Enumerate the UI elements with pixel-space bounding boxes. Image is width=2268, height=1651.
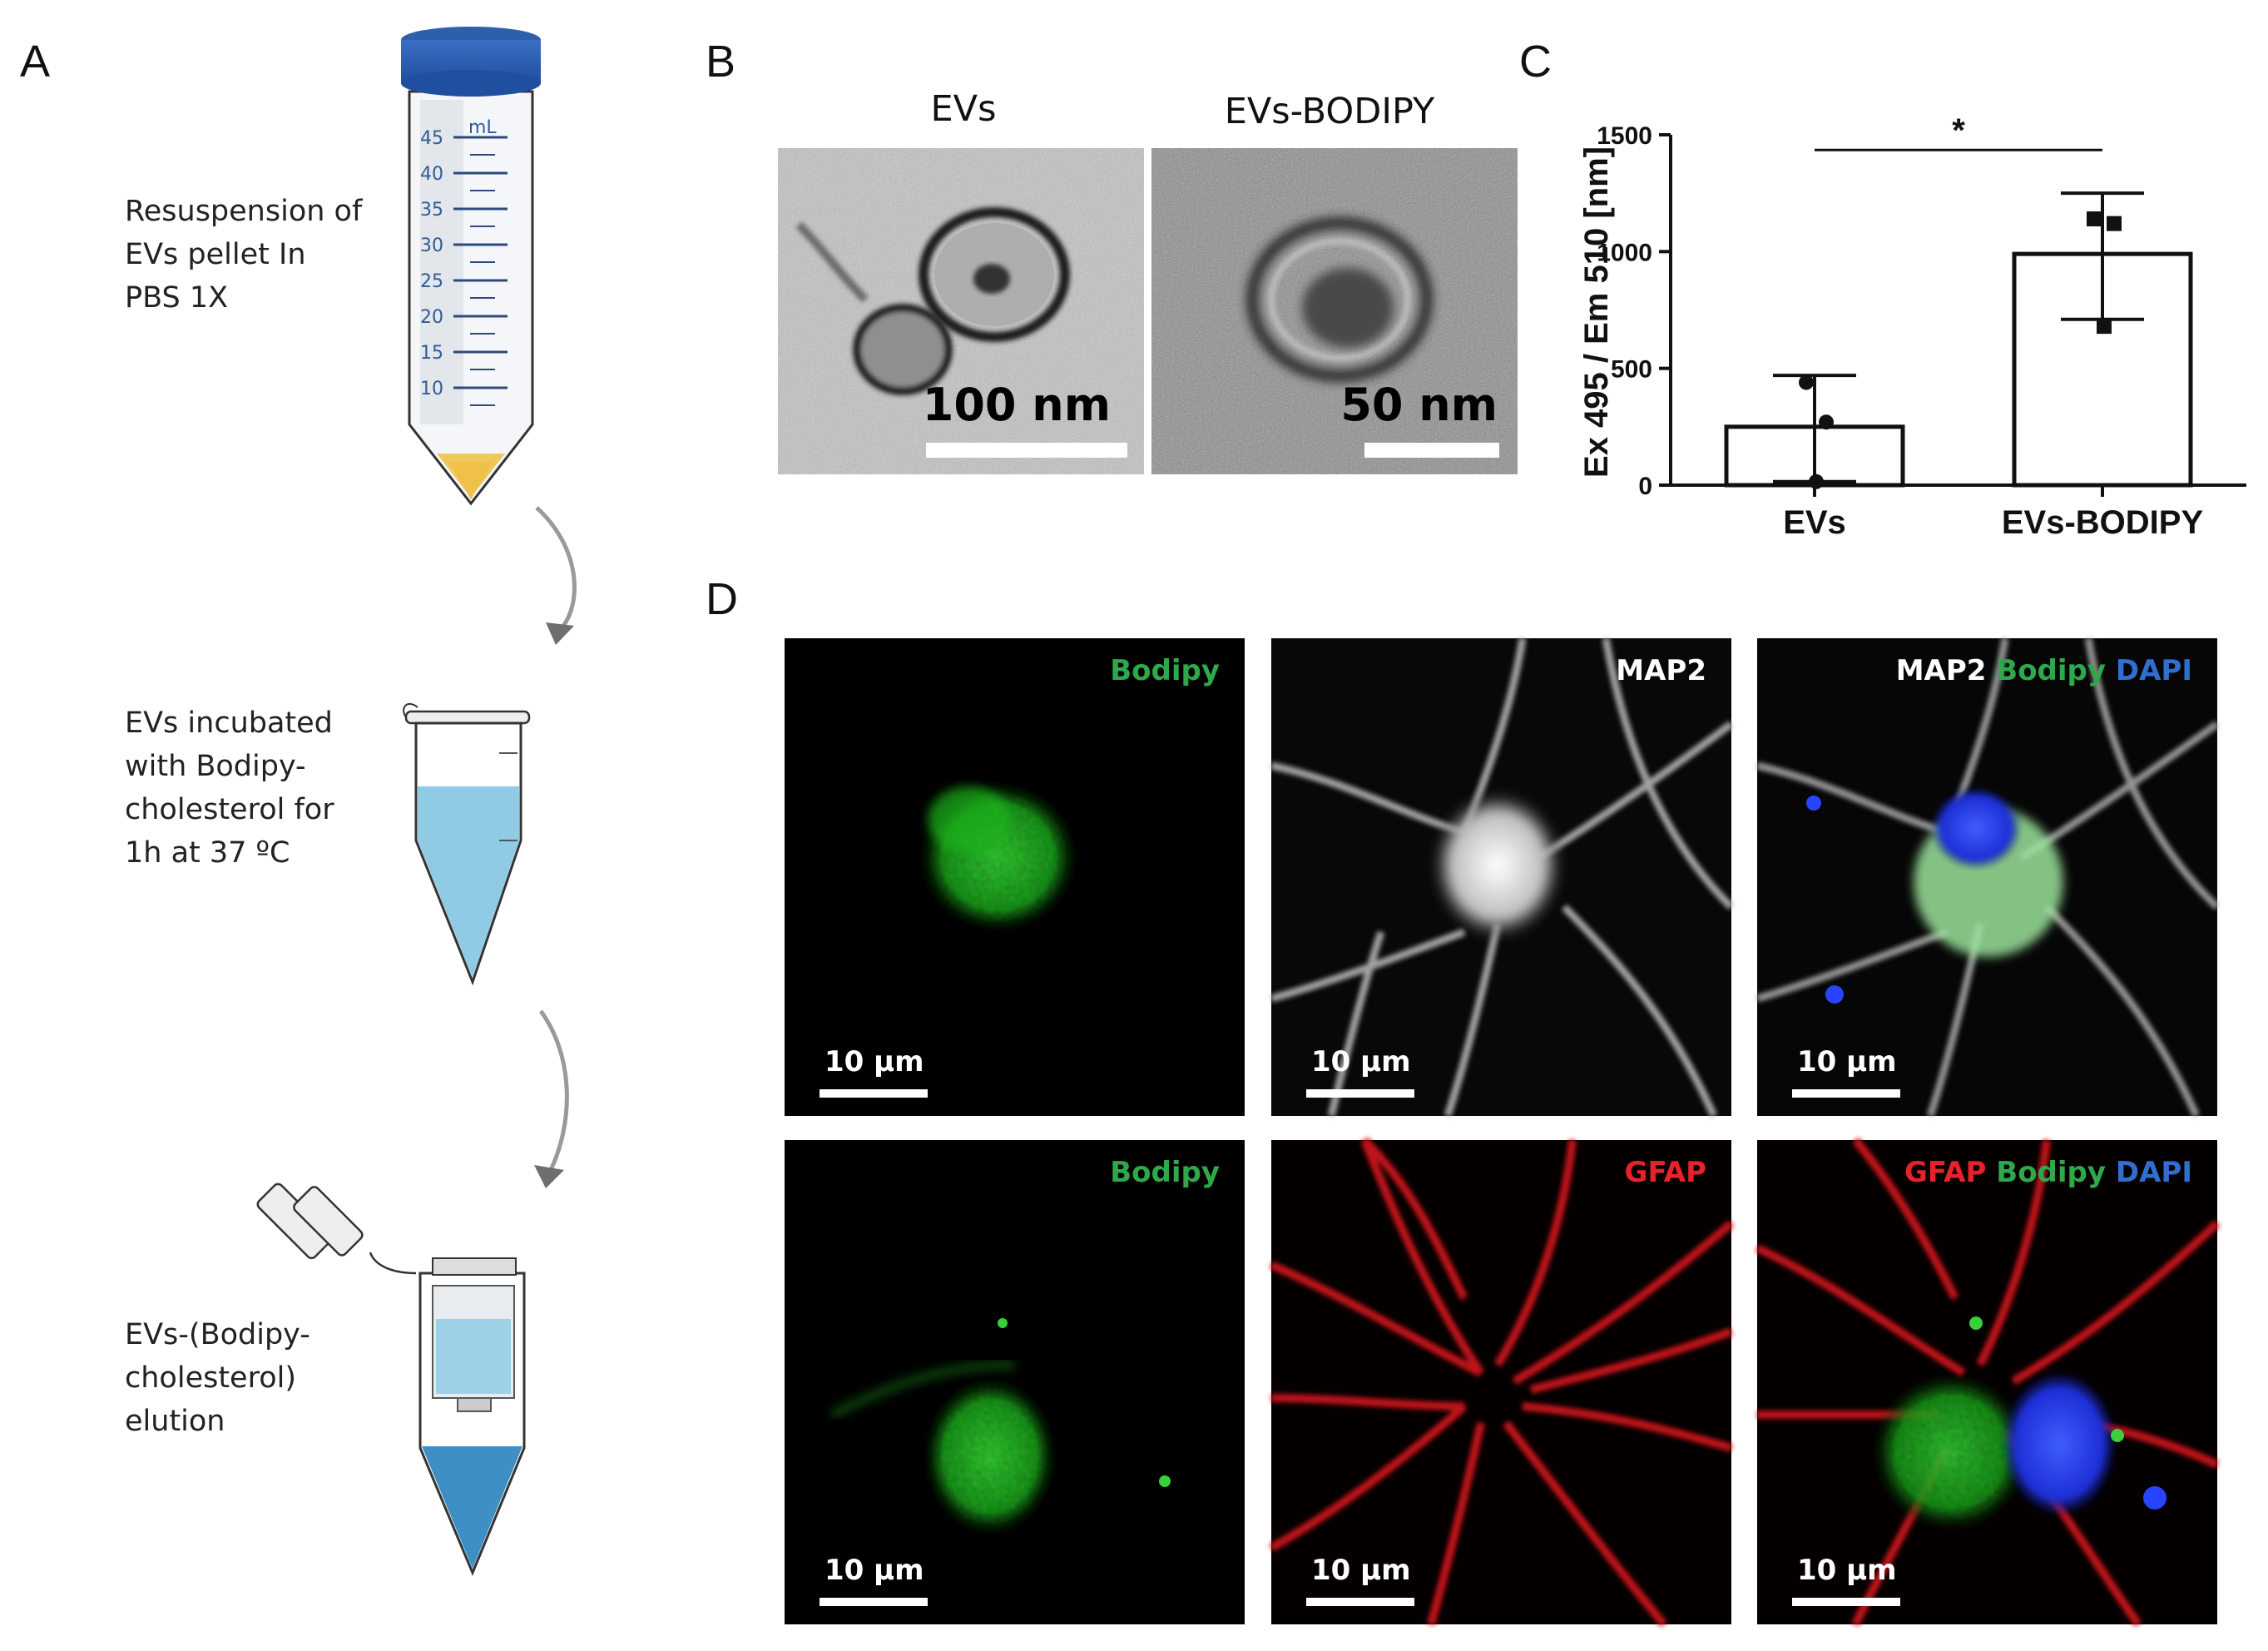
step2-line-1: EVs incubated (125, 707, 333, 740)
tube-mark-label: 40 (420, 164, 443, 185)
channel-label-map2: MAP2 (1896, 654, 1987, 687)
data-point (1819, 414, 1834, 430)
scale-label: 10 µm (825, 1045, 924, 1078)
step3-line-2: cholesterol) (125, 1361, 296, 1395)
channel-label-dapi: DAPI (2106, 1156, 2192, 1189)
tube-mark-label: 35 (420, 200, 443, 221)
step1-line-3: PBS 1X (125, 281, 228, 315)
panel-label-a: A (20, 37, 50, 87)
arrow-icon (535, 506, 577, 645)
em-image-evs: 100 nm (778, 148, 1144, 474)
tube-mark-label: 10 (420, 379, 443, 399)
channel-label: MAP2 (1616, 654, 1706, 687)
channel-label-dapi: DAPI (2106, 654, 2192, 687)
y-tick-label: 1500 (1597, 122, 1652, 150)
em-scale-evs: 100 nm (923, 379, 1111, 431)
bars (1724, 191, 2193, 489)
channel-label-gfap: GFAP (1625, 1156, 1706, 1189)
scale-label: 10 µm (1311, 1554, 1411, 1587)
microtube-icon (403, 702, 531, 986)
step2-line-4: 1h at 37 ºC (125, 836, 290, 870)
image-r1-merge (1755, 637, 2221, 1118)
step2-line-3: cholesterol for (125, 793, 334, 826)
tube-unit: mL (468, 117, 497, 138)
data-point (1809, 473, 1824, 489)
channel-label-map2: MAP2 (1616, 654, 1706, 687)
y-axis-label: Ex 495 / Em 510 [nm] (1578, 146, 1615, 478)
y-tick-label: 500 (1611, 356, 1652, 384)
data-point (2097, 319, 2112, 335)
em-scale-bar (926, 443, 1127, 458)
step2-text: EVs incubated with Bodipy- cholesterol f… (125, 707, 344, 870)
x-category-label: EVs-BODIPY (2002, 504, 2204, 541)
step1-line-1: Resuspension of (125, 195, 363, 228)
scale-bar (1792, 1089, 1900, 1098)
em-image-evs-bodipy: 50 nm (1151, 148, 1518, 474)
image-r2-merge (1755, 1137, 2221, 1627)
arrow-icon (534, 1009, 569, 1188)
step3-line-1: EVs-(Bodipy- (125, 1318, 310, 1351)
scale-label: 10 µm (1797, 1554, 1897, 1587)
step1-line-2: EVs pellet In (125, 238, 306, 271)
scale-label: 10 µm (825, 1554, 924, 1587)
scale-bar (820, 1598, 928, 1606)
scale-label: 10 µm (1797, 1045, 1897, 1078)
data-point (2107, 216, 2122, 231)
channel-label-gfap: GFAP (1904, 1156, 1986, 1189)
tube-mark-label: 25 (420, 271, 443, 292)
significance-annotation: * (1815, 112, 2102, 151)
panel-a: Resuspension of EVs pellet In PBS 1X EVs… (125, 27, 577, 1576)
channel-label-bodipy: Bodipy (1986, 654, 2106, 687)
step1-text: Resuspension of EVs pellet In PBS 1X (125, 195, 371, 315)
channel-label-bodipy: Bodipy (1110, 654, 1220, 687)
y-tick-label: 0 (1638, 473, 1652, 500)
panel-label-b: B (706, 37, 735, 87)
channel-label: Bodipy (1110, 654, 1220, 687)
image-r1-bodipy (785, 638, 1245, 1116)
image-r2-gfap (1269, 1137, 1735, 1628)
scale-bar (1306, 1598, 1414, 1606)
tube-graduations: 45 40 35 30 25 20 15 10 (420, 128, 508, 406)
em-scale-evs-bodipy: 50 nm (1340, 379, 1498, 431)
channel-label-bodipy: Bodipy (1986, 1156, 2106, 1189)
step2-line-2: with Bodipy- (125, 750, 306, 783)
channel-label-bodipy: Bodipy (1110, 1156, 1220, 1189)
panel-d-labels: Bodipy 10 µm MAP2 10 µm MAP2 Bodipy DAPI 10 µ… (820, 654, 2192, 1606)
channel-label: GFAP Bodipy DAPI (1904, 1156, 2192, 1189)
scale-bar (820, 1089, 928, 1098)
panel-label-d: D (706, 574, 738, 624)
image-r1-map2 (1270, 637, 1735, 1118)
channel-label: Bodipy (1110, 1156, 1220, 1189)
panel-d: Bodipy 10 µm MAP2 10 µm MAP2 Bodipy DAPI 10 µ… (785, 637, 2221, 1628)
y-tick-label: 1000 (1597, 239, 1652, 266)
x-category-label: EVs (1783, 504, 1846, 541)
scale-label: 10 µm (1311, 1045, 1411, 1078)
falcon-tube-icon: mL 45 40 35 30 25 20 15 10 (401, 27, 541, 506)
panel-b: EVs EVs-BODIPY 100 nm 50 nm (778, 88, 1518, 474)
tube-mark-label: 45 (420, 128, 443, 149)
significance-star: * (1952, 112, 1965, 149)
spin-column-icon (256, 1182, 526, 1576)
scale-bar (1792, 1598, 1900, 1606)
image-r2-bodipy (785, 1140, 1245, 1624)
em-title-evs-bodipy: EVs-BODIPY (1225, 91, 1435, 132)
step3-line-3: elution (125, 1405, 225, 1438)
scale-bar (1306, 1089, 1414, 1098)
tube-mark-label: 30 (420, 236, 443, 256)
data-point (2087, 211, 2102, 227)
step3-text: EVs-(Bodipy- cholesterol) elution (125, 1318, 319, 1438)
panel-label-c: C (1519, 37, 1552, 87)
tube-mark-label: 15 (420, 343, 443, 364)
tube-mark-label: 20 (420, 307, 443, 328)
em-scale-bar (1364, 443, 1499, 458)
data-point (1799, 374, 1814, 390)
em-title-evs: EVs (931, 88, 997, 130)
channel-label: MAP2 Bodipy DAPI (1896, 654, 2192, 687)
channel-label: GFAP (1625, 1156, 1706, 1189)
x-axis-categories: EVs EVs-BODIPY (1783, 485, 2203, 541)
